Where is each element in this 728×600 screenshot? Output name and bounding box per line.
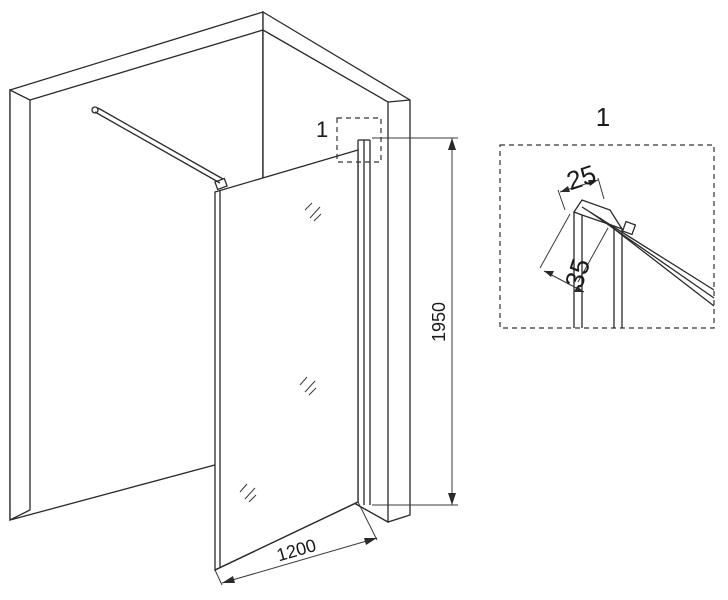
height-dimension-label: 1950 bbox=[429, 302, 449, 342]
width-dimension-label: 1200 bbox=[274, 535, 318, 565]
glass-panel bbox=[214, 149, 359, 572]
detail-view: 1 25 35 bbox=[499, 102, 715, 329]
callout-box: 1 bbox=[316, 117, 382, 163]
height-dimension: 1950 bbox=[372, 137, 458, 506]
callout-label: 1 bbox=[316, 117, 328, 142]
detail-label: 1 bbox=[596, 102, 610, 132]
glass-reflection-marks bbox=[239, 202, 322, 503]
left-wall bbox=[9, 11, 264, 522]
stabilizer-bar bbox=[91, 106, 228, 191]
